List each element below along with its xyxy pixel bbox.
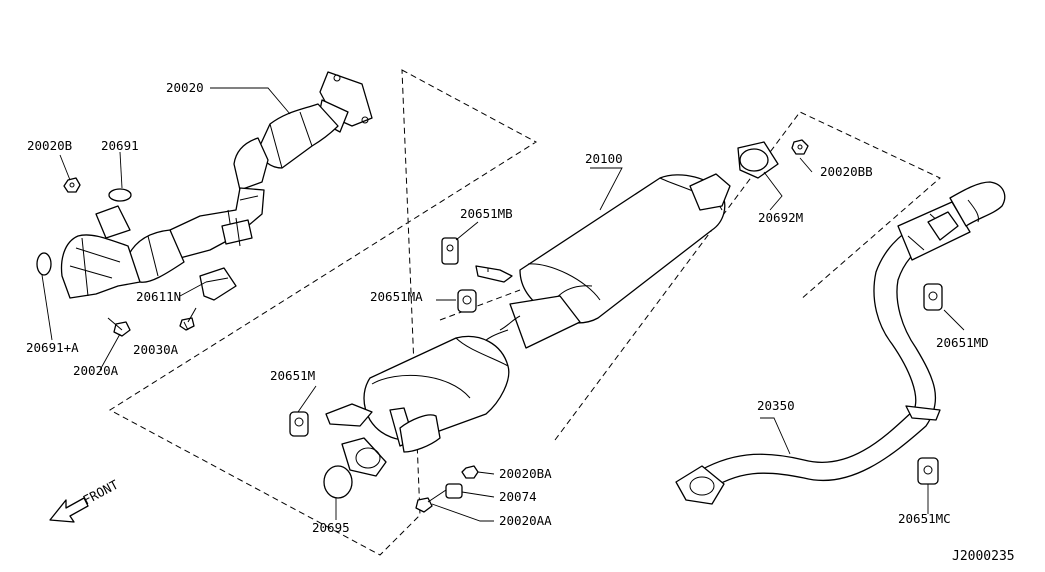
rear-tail-pipe-assembly[interactable] xyxy=(675,181,1006,505)
front-arrow-icon xyxy=(49,497,89,523)
label-20651m: 20651M xyxy=(270,368,315,383)
front-direction-indicator: FRONT xyxy=(49,477,121,523)
label-20651ma: 20651MA xyxy=(370,289,423,304)
spring-20074[interactable] xyxy=(445,483,463,499)
center-assembly-outline xyxy=(439,289,521,321)
mount-rubber-20651md[interactable] xyxy=(923,283,943,311)
label-20020ba: 20020BA xyxy=(499,466,552,481)
rear-assembly-outline xyxy=(554,111,941,441)
label-20691: 20691 xyxy=(101,138,139,153)
front-label: FRONT xyxy=(80,477,121,508)
label-20030a: 20030A xyxy=(133,342,179,357)
nut-20020ba[interactable] xyxy=(461,465,479,479)
label-20692m: 20692M xyxy=(758,210,803,225)
label-20020a: 20020A xyxy=(73,363,119,378)
label-20020aa: 20020AA xyxy=(499,513,552,528)
bolt-20020aa[interactable] xyxy=(415,489,447,513)
mount-rubber-20651mb[interactable] xyxy=(441,237,459,265)
mount-rubber-20651m[interactable] xyxy=(289,411,309,437)
label-20611n: 20611N xyxy=(136,289,181,304)
diagram-code: J2000235 xyxy=(952,549,1015,564)
leader-lines xyxy=(41,87,965,522)
heat-insulator-20611n[interactable] xyxy=(199,267,237,301)
label-20350: 20350 xyxy=(757,398,795,413)
mount-rubber-20651mc[interactable] xyxy=(917,457,939,485)
mount-rubber-20651ma[interactable] xyxy=(457,289,477,313)
front-catalyst-pipe[interactable] xyxy=(60,71,373,299)
label-20691a: 20691+A xyxy=(26,340,79,355)
gasket-20692m[interactable] xyxy=(739,148,769,172)
label-20695: 20695 xyxy=(312,520,350,535)
label-20651md: 20651MD xyxy=(936,335,989,350)
gasket-20691[interactable] xyxy=(108,188,132,202)
bolt-20030a[interactable] xyxy=(179,307,197,331)
bolt-20020a[interactable] xyxy=(107,317,131,337)
center-muffler-assembly[interactable] xyxy=(325,141,779,477)
label-20100: 20100 xyxy=(585,151,623,166)
label-20020: 20020 xyxy=(166,80,204,95)
label-20020bb: 20020BB xyxy=(820,164,873,179)
label-20020b: 20020B xyxy=(27,138,72,153)
seal-ring-20695[interactable] xyxy=(323,465,353,499)
label-20074: 20074 xyxy=(499,489,537,504)
nut-20020b[interactable] xyxy=(63,177,81,193)
gasket-20691a[interactable] xyxy=(36,252,52,276)
label-20651mc: 20651MC xyxy=(898,511,951,526)
nut-20020bb[interactable] xyxy=(791,139,809,155)
label-20651mb: 20651MB xyxy=(460,206,513,221)
